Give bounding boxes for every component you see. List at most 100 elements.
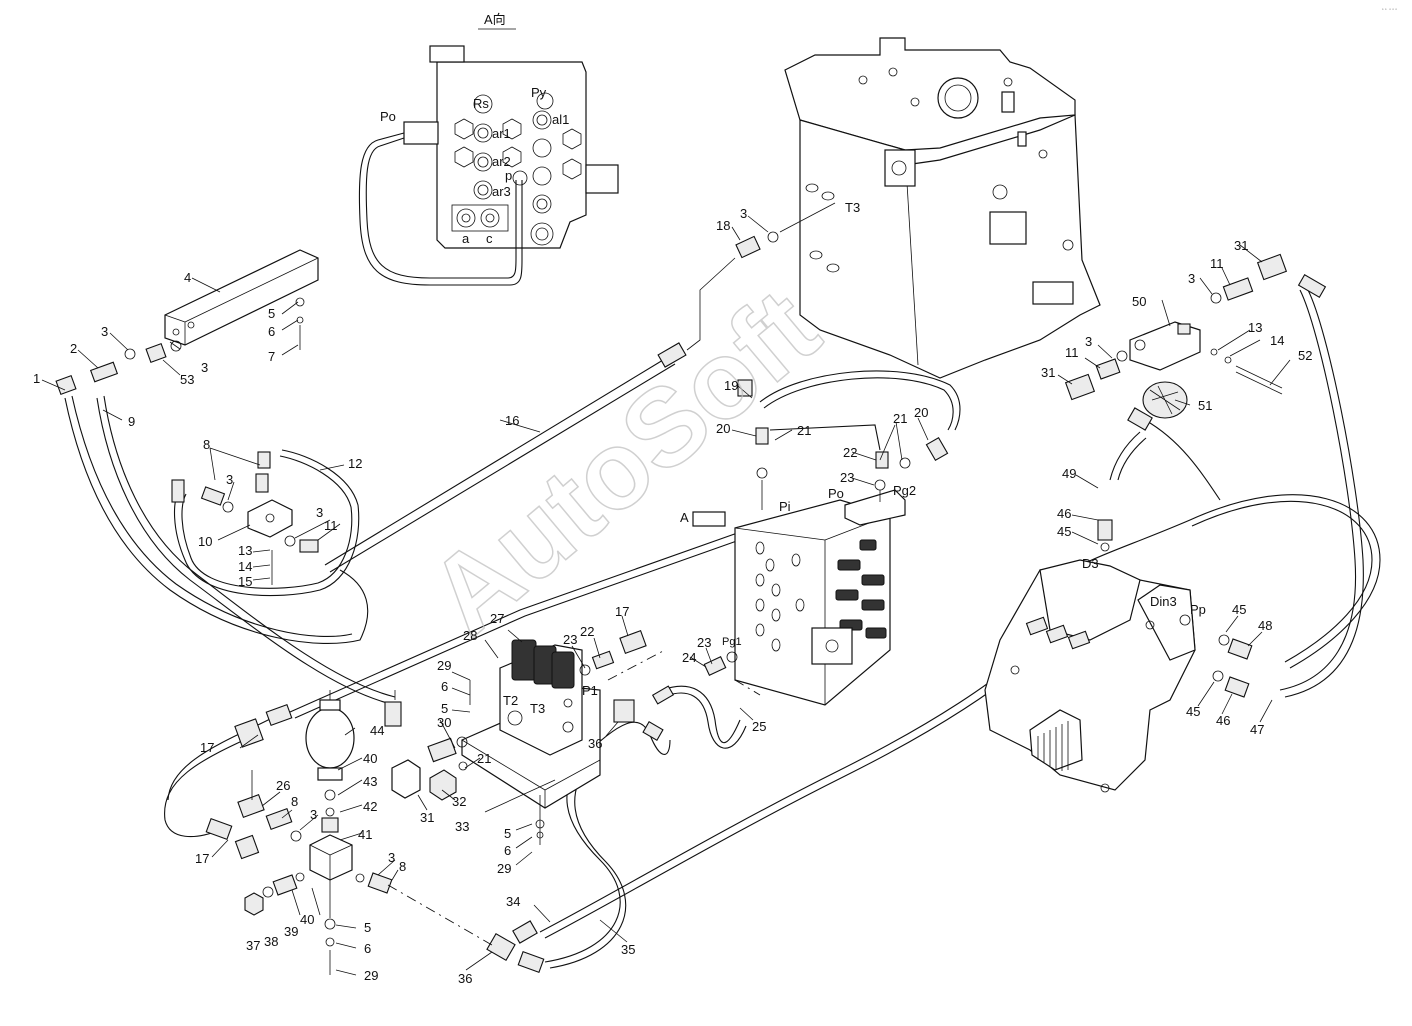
- callout-40: 40: [363, 751, 377, 766]
- callout-8: 8: [291, 794, 298, 809]
- solenoid-manifold: T2 T3 P1: [427, 630, 675, 845]
- valve-view-a: A向 Po: [358, 12, 619, 286]
- callout-42: 42: [363, 799, 377, 814]
- callout-17: 17: [200, 740, 214, 755]
- callout-3: 3: [310, 807, 317, 822]
- callout-29: 29: [437, 658, 451, 673]
- callout-labels: 1 2 3 3 4 5 6 7 53 9 8 3 10 3 11 12 13 1…: [33, 206, 1312, 986]
- callout-22: 22: [843, 445, 857, 460]
- port-c-label: c: [486, 231, 493, 246]
- hydraulic-pump: D3 Din3 Pp: [984, 519, 1253, 793]
- callout-17: 17: [615, 604, 629, 619]
- callout-36: 36: [588, 736, 602, 751]
- callout-25: 25: [752, 719, 766, 734]
- callout-29: 29: [364, 968, 378, 983]
- callout-10: 10: [198, 534, 212, 549]
- callout-45: 45: [1232, 602, 1246, 617]
- block-10: [171, 451, 319, 585]
- callout-24: 24: [682, 650, 696, 665]
- port-ar2-label: ar2: [492, 154, 511, 169]
- callout-20: 20: [716, 421, 730, 436]
- callout-6: 6: [504, 843, 511, 858]
- callout-39: 39: [284, 924, 298, 939]
- view-title: A向: [484, 12, 506, 27]
- callout-31: 31: [420, 810, 434, 825]
- callout-11: 11: [324, 518, 338, 533]
- port-t3-manifold-label: T3: [530, 701, 545, 716]
- port-al1-label: al1: [552, 112, 569, 127]
- port-din3-label: Din3: [1150, 594, 1177, 609]
- callout-49: 49: [1062, 466, 1076, 481]
- callout-46: 46: [1216, 713, 1230, 728]
- callout-6: 6: [364, 941, 371, 956]
- port-pg2-label: Pg2: [893, 483, 916, 498]
- callout-35: 35: [621, 942, 635, 957]
- callout-3: 3: [1085, 334, 1092, 349]
- callout-5: 5: [504, 826, 511, 841]
- port-po-center-label: Po: [828, 486, 844, 501]
- callout-31: 31: [1041, 365, 1055, 380]
- callout-1: 1: [33, 371, 40, 386]
- callout-6: 6: [441, 679, 448, 694]
- callout-16: 16: [505, 413, 519, 428]
- callout-5: 5: [441, 701, 448, 716]
- callout-3: 3: [316, 505, 323, 520]
- callout-5: 5: [268, 306, 275, 321]
- callout-4: 4: [184, 270, 191, 285]
- callout-3: 3: [740, 206, 747, 221]
- callout-14: 14: [238, 559, 252, 574]
- callout-53: 53: [180, 372, 194, 387]
- upper-right-fittings: [1064, 253, 1327, 431]
- tank-fittings: [657, 202, 836, 368]
- callout-13: 13: [238, 543, 252, 558]
- callout-21: 21: [893, 411, 907, 426]
- callout-38: 38: [264, 934, 278, 949]
- callout-41: 41: [358, 827, 372, 842]
- hydraulic-tank: T3: [784, 37, 1101, 379]
- callout-8: 8: [203, 437, 210, 452]
- callout-23: 23: [697, 635, 711, 650]
- callout-28: 28: [463, 628, 477, 643]
- callout-15: 15: [238, 574, 252, 589]
- callout-14: 14: [1270, 333, 1284, 348]
- port-pp-label: Pp: [1190, 602, 1206, 617]
- main-control-valve: A Pi Po Pg2 Pg1: [680, 379, 949, 706]
- callout-13: 13: [1248, 320, 1262, 335]
- port-pg1-label: Pg1: [722, 636, 742, 648]
- callout-3: 3: [101, 324, 108, 339]
- callout-44: 44: [370, 723, 384, 738]
- callout-51: 51: [1198, 398, 1212, 413]
- callout-22: 22: [580, 624, 594, 639]
- port-ar1-label: ar1: [492, 126, 511, 141]
- callout-6: 6: [268, 324, 275, 339]
- callout-2: 2: [70, 341, 77, 356]
- view-marker-a: A: [680, 510, 689, 525]
- callout-8: 8: [399, 859, 406, 874]
- callout-46: 46: [1057, 506, 1071, 521]
- port-rs-label: Rs: [473, 96, 489, 111]
- port-po-label: Po: [380, 109, 396, 124]
- callout-19: 19: [724, 378, 738, 393]
- callout-26: 26: [276, 778, 290, 793]
- port-a-label: a: [462, 231, 470, 246]
- callout-45: 45: [1057, 524, 1071, 539]
- callout-34: 34: [506, 894, 520, 909]
- callout-48: 48: [1258, 618, 1272, 633]
- port-ar3-label: ar3: [492, 184, 511, 199]
- callout-27: 27: [490, 611, 504, 626]
- callout-37: 37: [246, 938, 260, 953]
- callout-30: 30: [437, 715, 451, 730]
- callout-21: 21: [797, 423, 811, 438]
- callout-23: 23: [840, 470, 854, 485]
- callout-50: 50: [1132, 294, 1146, 309]
- port-p1-label: P1: [582, 683, 598, 698]
- distribution-block: [55, 249, 319, 396]
- callout-3: 3: [226, 472, 233, 487]
- port-py-label: Py: [531, 85, 547, 100]
- lower-left-assembly: [205, 690, 545, 975]
- port-t2-label: T2: [503, 693, 518, 708]
- callout-40: 40: [300, 912, 314, 927]
- callout-20: 20: [914, 405, 928, 420]
- callout-29: 29: [497, 861, 511, 876]
